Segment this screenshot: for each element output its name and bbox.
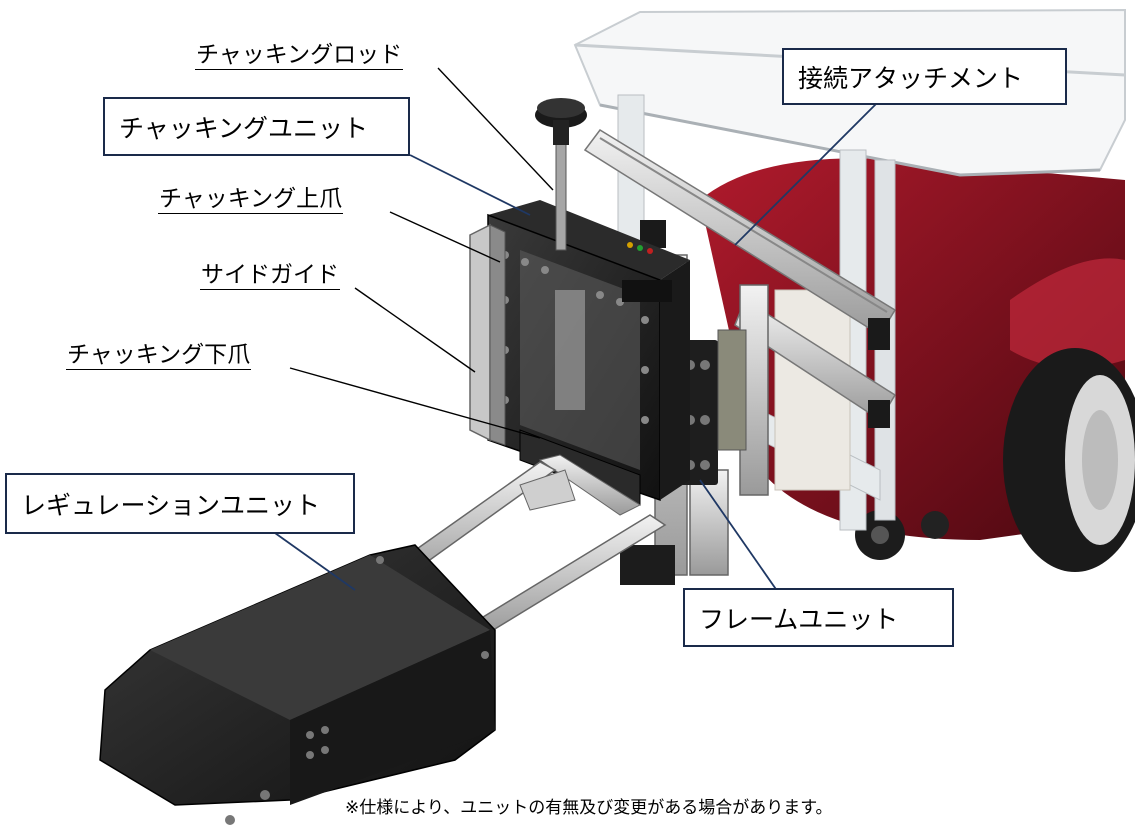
side-guide xyxy=(469,223,506,446)
label-chucking-unit: チャッキングユニット xyxy=(103,97,410,156)
leader-chucking-unit xyxy=(409,154,531,216)
label-chucking-rod: チャッキングロッド xyxy=(195,42,404,71)
footnote: ※仕様により、ユニットの有無及び変更がある場合があります。 xyxy=(345,798,833,818)
label-chucking-upper-jaw: チャッキング上爪 xyxy=(158,186,344,215)
label-chucking-lower-jaw: チャッキング下爪 xyxy=(66,342,252,371)
leader-connection-attachment xyxy=(734,99,881,246)
leader-regulation-unit xyxy=(274,532,356,591)
leader-side-guide xyxy=(354,287,476,373)
chucking-unit xyxy=(487,200,690,502)
leader-chucking-lower-jaw xyxy=(289,367,541,439)
label-connection-attachment: 接続アタッチメント xyxy=(782,48,1067,105)
label-frame-unit: フレームユニット xyxy=(683,588,954,647)
leader-frame-unit xyxy=(699,479,781,596)
label-regulation-unit: レギュレーションユニット xyxy=(5,473,355,534)
leader-chucking-rod xyxy=(437,67,554,191)
chucking-rod xyxy=(535,98,587,251)
label-side-guide: サイドガイド xyxy=(200,262,340,291)
leader-lines xyxy=(274,67,881,596)
regulation-unit xyxy=(99,454,667,825)
attachment-rail xyxy=(583,129,897,428)
leader-chucking-upper-jaw xyxy=(389,211,501,263)
